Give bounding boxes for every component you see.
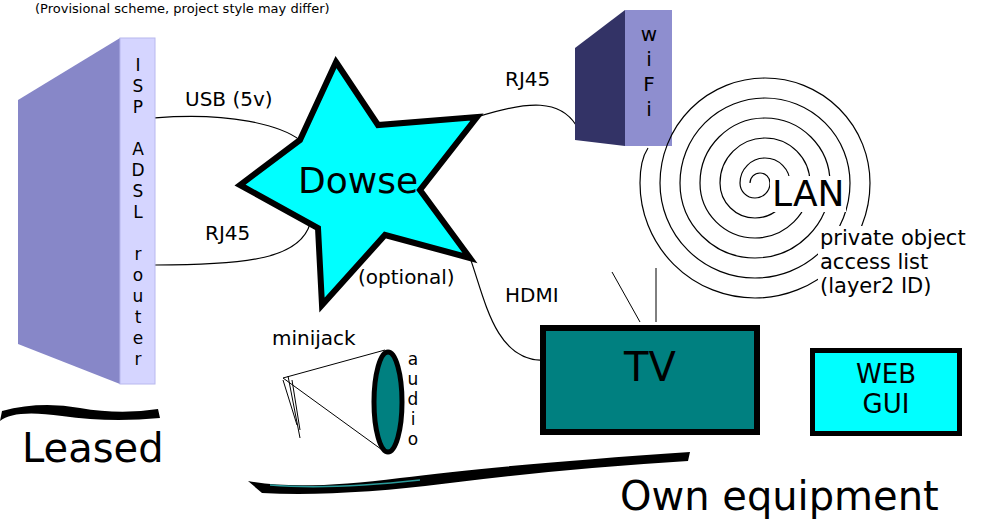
letter: i <box>405 409 421 429</box>
cable-line <box>477 105 576 125</box>
letter: u <box>405 369 421 389</box>
letter: o <box>405 429 421 449</box>
letter: d <box>405 389 421 409</box>
letter: i <box>639 47 659 72</box>
wifi-box: wiFi <box>573 8 673 148</box>
wifi-front <box>625 10 672 146</box>
letter: i <box>639 97 659 122</box>
letter: I <box>126 55 150 76</box>
letter: o <box>126 265 150 286</box>
jack-wire <box>283 380 297 425</box>
letter: a <box>405 349 421 369</box>
wifi-box-shape <box>573 8 673 148</box>
letter: r <box>126 244 150 265</box>
router-front <box>120 38 155 384</box>
web-gui-box: WEB GUI <box>810 348 962 436</box>
letter: t <box>126 307 150 328</box>
antenna-line <box>612 272 640 322</box>
node-text: LAN <box>770 176 846 212</box>
note-label: Leased <box>22 428 164 468</box>
node-text: TV <box>624 345 676 389</box>
router-side <box>18 38 120 384</box>
node-text: WEB GUI <box>844 360 928 420</box>
own-brush-stripe <box>270 480 420 487</box>
node-text: wiFi <box>639 22 659 122</box>
cable-line <box>470 258 540 360</box>
letter: S <box>126 181 150 202</box>
letter: w <box>639 22 659 47</box>
router-box: ISP ADSL router <box>18 38 155 384</box>
letter: u <box>126 286 150 307</box>
jack-wire <box>283 378 385 452</box>
note-label: Own equipment <box>620 476 939 516</box>
cable-label: RJ45 <box>503 68 552 91</box>
letter: A <box>126 139 150 160</box>
letter <box>126 118 150 139</box>
note-label: minijack <box>272 327 356 350</box>
letter: e <box>126 328 150 349</box>
letter: L <box>126 202 150 223</box>
cable-line <box>155 116 300 140</box>
cable-label: USB (5v) <box>183 88 275 111</box>
antenna-line <box>656 268 657 322</box>
audio-speaker: audio <box>368 345 423 457</box>
node-text: Dowse <box>288 160 428 201</box>
leased-brush-stroke <box>0 405 160 421</box>
letter: P <box>126 97 150 118</box>
tv-box: TV <box>540 325 760 435</box>
wifi-side <box>575 10 625 146</box>
node-text: audio <box>405 349 421 449</box>
letter <box>126 223 150 244</box>
letter: r <box>126 349 150 370</box>
note-label: (optional) <box>358 266 455 289</box>
speaker-ellipse <box>374 352 402 452</box>
note-label: private object access list (layer2 ID) <box>818 226 988 298</box>
star-outline <box>240 62 477 305</box>
tv-frame <box>543 328 757 432</box>
letter: F <box>639 72 659 97</box>
spiral-tail <box>640 148 648 183</box>
note-label: (Provisional scheme, project style may d… <box>35 2 330 17</box>
letter: D <box>126 160 150 181</box>
letter: S <box>126 76 150 97</box>
jack-wire <box>288 376 300 438</box>
jack-wire <box>292 380 300 430</box>
node-text: ISP ADSL router <box>126 55 150 370</box>
cable-label: HDMI <box>503 284 561 307</box>
jack-wire <box>283 350 385 378</box>
gui-frame <box>813 351 960 434</box>
cable-label: RJ45 <box>203 222 252 245</box>
